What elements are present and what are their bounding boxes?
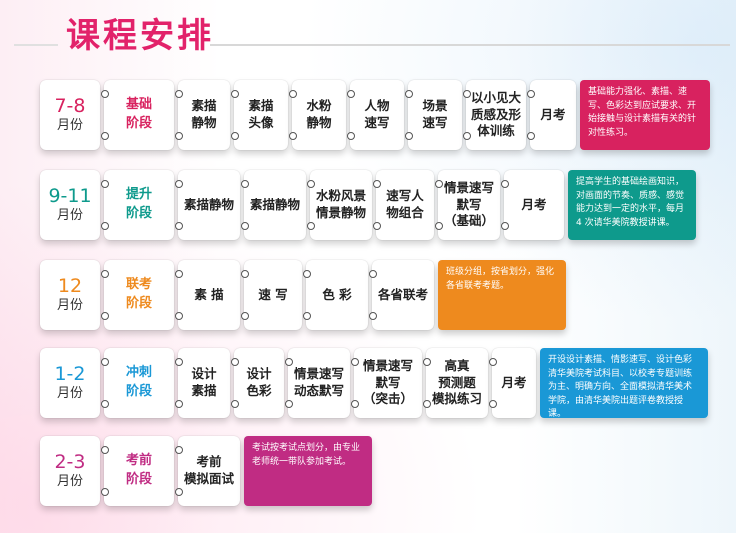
- row-2-3: 2-3 月份 考前 阶段 考前 模拟面试 考试按考试点划分，由专业老师统一带队参…: [0, 436, 736, 506]
- course-item: 人物 速写: [347, 80, 404, 150]
- month-card: 12 月份: [40, 260, 100, 330]
- stage-note: 提高学生的基础绘画知识，对画面的节奏、质感、感觉能力达到一定的水平，每月 4 次…: [568, 170, 696, 240]
- month-unit: 月份: [56, 208, 83, 224]
- row-9-11: 9-11 月份 提升 阶段 素描静物 素描静物 水粉风景 情景静物 速写人 物组…: [0, 170, 736, 240]
- course-item: 情景速写 动态默写: [285, 348, 350, 418]
- stage-card: 考前 阶段: [101, 436, 174, 506]
- course-item: 素描 头像: [231, 80, 288, 150]
- month-number: 2-3: [54, 450, 86, 473]
- course-item: 场景 速写: [405, 80, 462, 150]
- month-unit: 月份: [56, 298, 83, 314]
- course-item: 情景速写 默写 （基础）: [435, 170, 500, 240]
- course-item: 速 写: [241, 260, 302, 330]
- page-title: 课程安排: [66, 16, 214, 56]
- month-unit: 月份: [56, 118, 83, 134]
- month-card: 7-8 月份: [40, 80, 100, 150]
- course-item: 水粉 静物: [289, 80, 346, 150]
- course-item: 色 彩: [303, 260, 368, 330]
- month-number: 9-11: [48, 184, 92, 207]
- course-item: 高真 预测题 模拟练习: [423, 348, 488, 418]
- month-unit: 月份: [56, 386, 83, 402]
- row-12: 12 月份 联考 阶段 素 描 速 写 色 彩 各省联考 班级分组，按省划分，强…: [0, 260, 736, 330]
- stage-card: 提升 阶段: [101, 170, 174, 240]
- stage-note: 基础能力强化、素描、速写、色彩达到应试要求、开始接触与设计素描有关的针对性练习。: [580, 80, 710, 150]
- course-item: 设计 色彩: [231, 348, 284, 418]
- row-1-2: 1-2 月份 冲刺 阶段 设计 素描 设计 色彩 情景速写 动态默写 情景速写 …: [0, 348, 736, 419]
- month-card: 1-2 月份: [40, 348, 100, 418]
- stage-note: 开设设计素描、情影速写、设计色彩清华美院考试科目、以校考专题训练为主、明确方向、…: [540, 348, 708, 419]
- course-item: 设计 素描: [175, 348, 230, 418]
- month-card: 2-3 月份: [40, 436, 100, 506]
- course-item: 素 描: [175, 260, 240, 330]
- month-number: 7-8: [54, 94, 86, 117]
- stage-card: 联考 阶段: [101, 260, 174, 330]
- course-item: 水粉风景 情景静物: [307, 170, 372, 240]
- title-rule-left: [14, 44, 58, 46]
- month-number: 12: [57, 274, 83, 297]
- title-rule: [210, 44, 730, 46]
- course-item: 各省联考: [369, 260, 434, 330]
- stage-card: 基础 阶段: [101, 80, 174, 150]
- month-unit: 月份: [56, 474, 83, 490]
- stage-note: 考试按考试点划分，由专业老师统一带队参加考试。: [244, 436, 372, 506]
- month-card: 9-11 月份: [40, 170, 100, 240]
- course-item: 以小见大 质感及形 体训练: [463, 80, 526, 150]
- course-item: 素描静物: [241, 170, 306, 240]
- course-item: 月考: [501, 170, 564, 240]
- row-7-8: 7-8 月份 基础 阶段 素描 静物 素描 头像 水粉 静物 人物 速写 场景 …: [0, 80, 736, 150]
- course-item: 月考: [527, 80, 576, 150]
- course-item: 月考: [489, 348, 536, 418]
- course-item: 情景速写 默写 （突击）: [351, 348, 422, 418]
- course-item: 考前 模拟面试: [175, 436, 240, 506]
- month-number: 1-2: [54, 362, 86, 385]
- stage-note: 班级分组，按省划分，强化各省联考考题。: [438, 260, 566, 330]
- course-item: 速写人 物组合: [373, 170, 434, 240]
- stage-card: 冲刺 阶段: [101, 348, 174, 418]
- course-item: 素描静物: [175, 170, 240, 240]
- course-item: 素描 静物: [175, 80, 230, 150]
